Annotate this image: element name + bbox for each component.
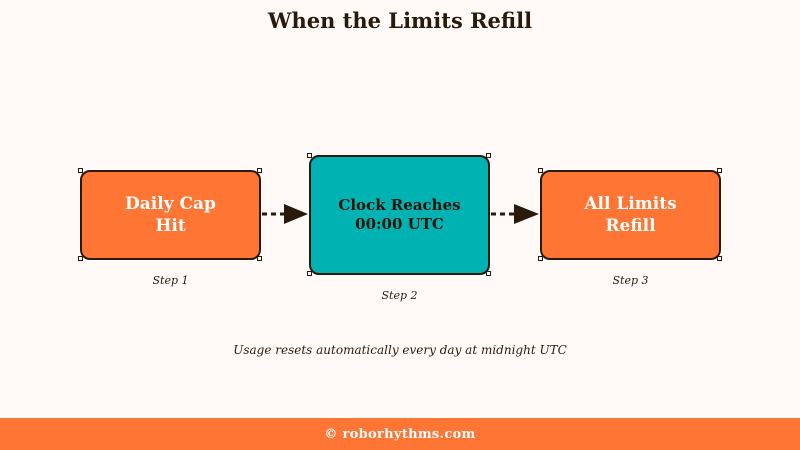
step-2-node: Clock Reaches 00:00 UTC xyxy=(309,155,490,275)
arrow-step2-to-step3 xyxy=(491,204,539,224)
node-corner-marker xyxy=(717,168,722,173)
step-3-label: All Limits Refill xyxy=(584,193,677,236)
step-1-node: Daily Cap Hit xyxy=(80,170,261,260)
node-corner-marker xyxy=(538,256,543,261)
node-corner-marker xyxy=(307,271,312,276)
step-3-caption: Step 3 xyxy=(612,274,649,287)
node-corner-marker xyxy=(486,153,491,158)
step-2-label: Clock Reaches 00:00 UTC xyxy=(338,195,461,234)
diagram-note: Usage resets automatically every day at … xyxy=(233,343,567,357)
node-corner-marker xyxy=(717,256,722,261)
footer-credit: © roborhythms.com xyxy=(324,426,476,442)
node-corner-marker xyxy=(486,271,491,276)
node-corner-marker xyxy=(538,168,543,173)
arrow-step1-to-step2 xyxy=(262,204,308,224)
step-1-caption: Step 1 xyxy=(152,274,189,287)
node-corner-marker xyxy=(78,168,83,173)
step-1-label: Daily Cap Hit xyxy=(125,193,216,236)
node-corner-marker xyxy=(307,153,312,158)
node-corner-marker xyxy=(257,256,262,261)
node-corner-marker xyxy=(78,256,83,261)
node-corner-marker xyxy=(257,168,262,173)
step-2-caption: Step 2 xyxy=(381,289,418,302)
step-3-node: All Limits Refill xyxy=(540,170,721,260)
footer-bar: © roborhythms.com xyxy=(0,418,800,450)
diagram-title: When the Limits Refill xyxy=(267,8,533,33)
